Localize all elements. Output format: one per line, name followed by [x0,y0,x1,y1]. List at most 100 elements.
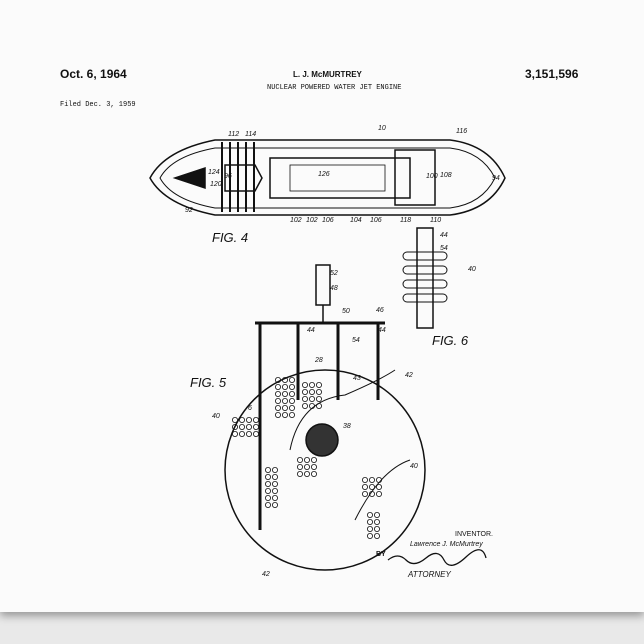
fig5-drawing [224,264,426,571]
hole [303,456,310,463]
reference-numeral: 106 [322,217,334,224]
fig5-label: FIG. 5 [190,375,227,390]
reference-numeral: 124 [208,169,220,176]
hole [264,501,271,508]
hole [252,416,259,423]
hole [301,381,308,388]
hole [373,519,380,526]
hole [245,416,252,423]
hole [281,390,288,397]
hole [288,404,295,411]
hole [274,411,281,418]
attorney-label: ATTORNEY [408,570,451,579]
hole [245,423,252,430]
hole [281,404,288,411]
hole [281,376,288,383]
hole [373,526,380,533]
hole [303,470,310,477]
hole [288,411,295,418]
reference-numeral: 44 [440,232,448,239]
hole [366,533,373,540]
fig6-label: FIG. 6 [432,333,469,348]
hole [373,512,380,519]
reference-numeral: 48 [330,285,338,292]
hole [315,388,322,395]
hole [274,383,281,390]
hole [238,423,245,430]
hole [271,466,278,473]
reference-numeral: 110 [430,217,441,224]
hole [271,501,278,508]
patent-poster: Oct. 6, 1964 L. J. McMURTREY 3,151,596 N… [0,0,644,612]
hole [366,512,373,519]
hole [252,423,259,430]
reference-numeral: 106 [370,217,382,224]
reference-numeral: 44 [378,327,386,334]
filed-date: Filed Dec. 3, 1959 [60,101,136,109]
hole [361,483,368,490]
hole [373,533,380,540]
reference-numeral: 52 [330,270,338,277]
hole [310,470,317,477]
hole [366,519,373,526]
hole [271,487,278,494]
reference-numeral: 6 [248,405,252,412]
hole [274,404,281,411]
reference-numeral: 100 [426,173,438,180]
hole [308,402,315,409]
reference-numeral: 118 [400,217,411,224]
hole [274,390,281,397]
hole [296,456,303,463]
reference-numeral: 114 [245,131,256,138]
hole [271,473,278,480]
hole [231,416,238,423]
hole [315,381,322,388]
reference-numeral: 40 [410,463,418,470]
reference-numeral: 92 [185,207,193,214]
reference-numeral: 40 [212,413,220,420]
hole [301,395,308,402]
reference-numeral: 112 [228,131,239,138]
hole [288,390,295,397]
hole [368,483,375,490]
hole [361,490,368,497]
inventor-header: L. J. McMURTREY [293,70,362,79]
hole [375,483,382,490]
hole [296,463,303,470]
patent-date: Oct. 6, 1964 [60,67,127,81]
fig6-drawing [402,227,448,329]
hole [281,383,288,390]
hole [264,494,271,501]
hole [274,376,281,383]
hole [252,430,259,437]
hole [238,416,245,423]
by-label: BY [376,551,386,558]
hole [361,476,368,483]
hole [288,383,295,390]
reference-numeral: 94 [492,175,500,182]
reference-numeral: 96 [224,173,232,180]
hole [281,411,288,418]
patent-title: NUCLEAR POWERED WATER JET ENGINE [267,84,402,92]
hole [264,480,271,487]
hole [303,463,310,470]
inventor-label: INVENTOR. [455,531,493,538]
hole [281,397,288,404]
reference-numeral: 28 [314,357,323,364]
reference-numeral: 44 [307,327,315,334]
reference-numeral: 102 [290,217,302,224]
reference-numeral: 42 [262,571,270,578]
hole [264,466,271,473]
reference-numeral: 42 [405,372,413,379]
hole [308,381,315,388]
reference-numeral: 10 [378,125,386,132]
hole [310,463,317,470]
hole [368,476,375,483]
inventor-name: Lawrence J. McMurtrey [410,541,483,548]
hole [264,487,271,494]
reference-numeral: 108 [440,172,452,179]
hole [366,526,373,533]
reference-numeral: 54 [352,337,360,344]
